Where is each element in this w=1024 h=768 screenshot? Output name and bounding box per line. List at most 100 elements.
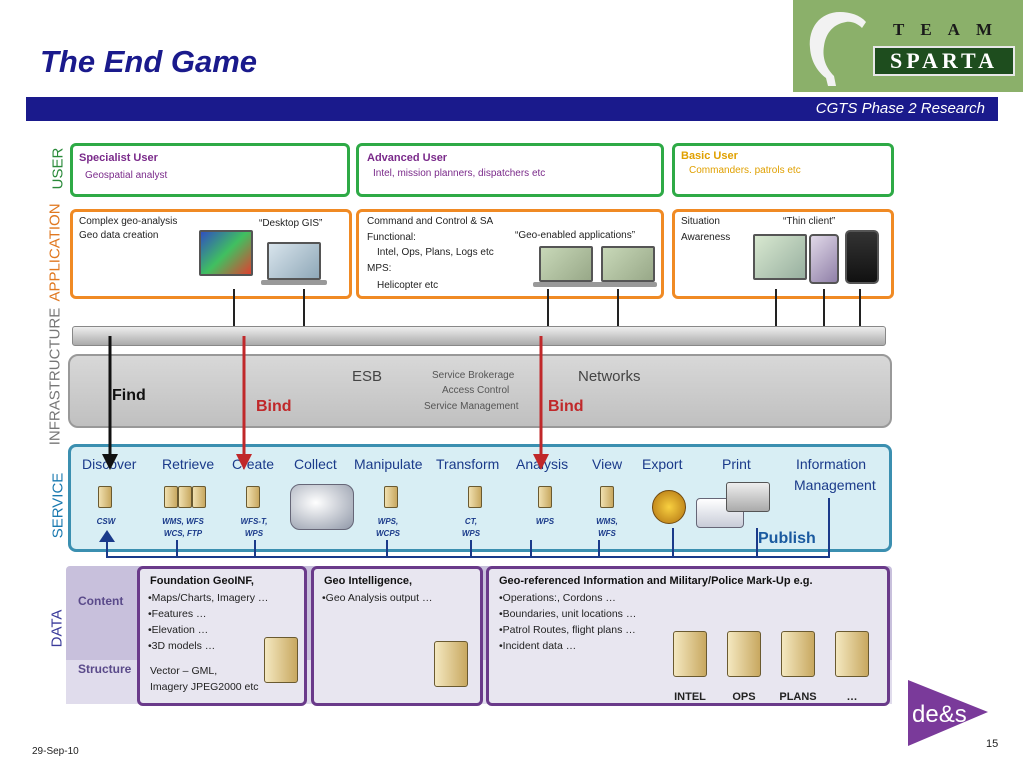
geo-enabled-box: Command and Control & SA Functional: Int… [356,209,664,299]
camera-scanner-icon [290,484,354,530]
service-collect: Collect [294,456,337,472]
bind-arrow-1 [236,336,252,470]
georeferenced-info-box: Geo-referenced Information and Military/… [486,566,890,706]
service-view: View [592,456,623,472]
manipulate-sub-2: WCPS [376,529,400,538]
service-brokerage-label: Service Brokerage [432,370,515,381]
connector-line [775,289,777,327]
bind-arrow-2 [533,336,549,470]
header-bar [26,97,998,121]
geo-intel-server-icon [434,641,468,687]
server-icon [468,486,482,508]
other-server-icon [835,631,869,677]
server-icon [178,486,192,508]
plans-server-icon [781,631,815,677]
server-icon [600,486,614,508]
service-transform: Transform [436,456,500,472]
des-logo: de&s [908,680,988,746]
connector-line [547,289,549,327]
geo-line-3: Intel, Ops, Plans, Logs etc [377,247,494,258]
geo-intel-item-1: •Geo Analysis output … [322,592,433,604]
export-disk-icon [652,490,686,524]
geo-line-5: Helicopter etc [377,280,439,291]
georef-item-3: •Patrol Routes, flight plans … [499,624,636,636]
publish-label: Publish [758,530,816,547]
page-number: 15 [986,738,999,750]
server-icon [192,486,206,508]
geo-line-1: Command and Control & SA [367,216,494,227]
data-connector [672,528,674,558]
thin-line-2: Awareness [681,232,731,243]
basic-user-desc: Commanders. patrols etc [689,165,801,176]
data-connector [386,540,388,558]
geo-intel-title: Geo Intelligence, [324,575,413,587]
desktop-line-2: Geo data creation [79,230,159,241]
retrieve-sub-1: WMS, WFS [162,517,204,526]
geo-line-4: MPS: [367,263,392,274]
server-icon [246,486,260,508]
data-connector [530,540,532,558]
logo-sparta-text: SPARTA [873,46,1015,76]
data-connector [254,540,256,558]
ops-server-label: OPS [732,691,756,703]
server-icon [98,486,112,508]
networks-label: Networks [578,368,641,385]
thin-line-1: Situation [681,216,720,227]
find-arrow [102,336,118,470]
manipulate-sub-1: WPS, [377,517,399,526]
connector-line [823,289,825,327]
laptop-icon [267,242,321,280]
georef-item-4: •Incident data … [499,640,577,652]
retrieve-sub-2: WCS, FTP [163,529,203,538]
des-logo-text: de&s [912,701,967,728]
create-sub-2: WPS [244,529,264,538]
layer-label-infrastructure: INFRASTRUCTURE [46,307,64,446]
smartphone-icon [845,230,879,284]
data-connector [106,540,108,558]
bind-label-2: Bind [548,398,584,415]
basic-user-title: Basic User [681,150,738,162]
plotter-icon [726,482,770,512]
foundation-struct-1: Vector – GML, [150,665,218,677]
specialist-user-desc: Geospatial analyst [85,170,168,181]
intel-server-label: INTEL [674,691,706,703]
infrastructure-bus [72,326,886,346]
server-icon [538,486,552,508]
specialist-user-title: Specialist User [79,152,158,164]
basic-user-box: Basic User Commanders. patrols etc [672,143,894,197]
spartan-helmet-icon [809,12,866,86]
transform-sub-1: CT, [464,517,478,526]
discover-sub-1: CSW [96,517,116,526]
esb-box: ESB Service Brokerage Access Control Ser… [68,354,892,428]
laptop-1-base-icon [533,282,599,287]
geo-line-2: Functional: [367,232,416,243]
foundation-geoinf-box: Foundation GeoINF, •Maps/Charts, Imagery… [137,566,307,706]
geo-intelligence-box: Geo Intelligence, •Geo Analysis output … [311,566,483,706]
server-icon [384,486,398,508]
find-label: Find [112,387,146,404]
advanced-user-box: Advanced User Intel, mission planners, d… [356,143,664,197]
service-manipulate: Manipulate [354,456,423,472]
laptop-2-icon [601,246,655,282]
data-connector [828,498,830,558]
content-label: Content [78,594,124,608]
transform-sub-2: WPS [461,529,481,538]
data-connector [470,540,472,558]
foundation-item-3: •Elevation … [148,624,209,636]
specialist-user-box: Specialist User Geospatial analyst [70,143,350,197]
monitor-icon [753,234,807,280]
view-sub-1: WMS, [596,517,618,526]
data-connector [176,540,178,558]
other-server-label: … [846,691,858,703]
create-sub-1: WFS-T, [240,517,268,526]
foundation-title: Foundation GeoINF, [150,575,254,587]
view-sub-2: WFS [598,529,616,538]
service-export: Export [642,456,683,472]
service-print: Print [722,456,751,472]
connector-line [233,289,235,327]
geo-enabled-label: “Geo-enabled applications” [515,230,636,241]
georef-item-2: •Boundaries, unit locations … [499,608,637,620]
data-connector [756,528,758,558]
logo-team-text: TEAM [893,20,1008,39]
layer-label-service: SERVICE [49,472,67,539]
